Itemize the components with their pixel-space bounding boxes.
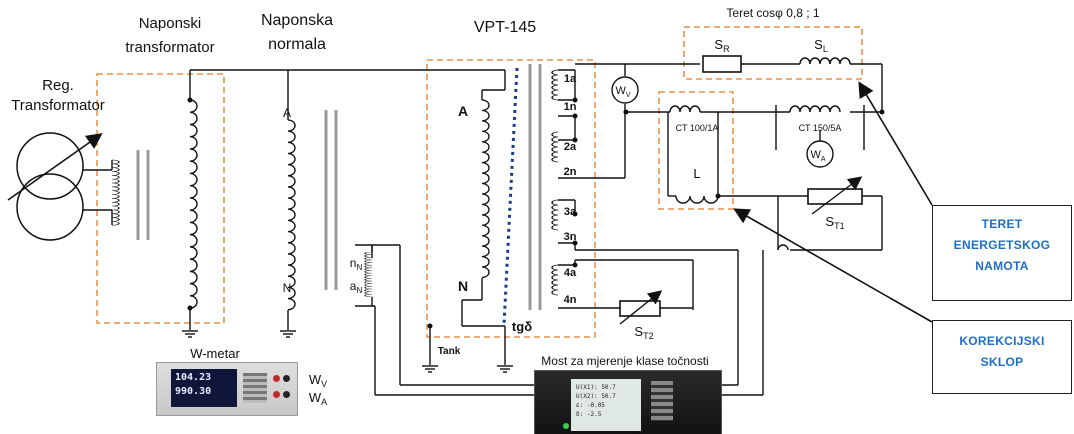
label-4n: 4n	[564, 294, 577, 306]
wattmeter-line1: 104.23	[175, 372, 212, 383]
label-l: L	[693, 166, 700, 181]
teret-box	[683, 26, 863, 80]
normala-coil-secondary	[364, 251, 373, 298]
label-wv-circle: WV	[615, 85, 630, 99]
reg-secondary-coil	[111, 159, 120, 226]
wattmeter-screen: 104.23 990.30	[171, 369, 237, 407]
winding-3	[551, 199, 559, 231]
ct-150-5a-coil	[789, 105, 841, 113]
wattmeter-terminal-red	[273, 375, 280, 382]
label-wmetar: W-metar	[190, 346, 240, 361]
label-transformator: Transformator	[11, 97, 105, 114]
label-sl: SL	[814, 37, 828, 54]
bridge-photo: U(X1): 50.7 U(X2): 50.7 ε: -0.05 δ: -2.5	[534, 370, 722, 434]
callout-teret-line3: NAMOTA	[975, 259, 1029, 273]
label-2n: 2n	[564, 166, 577, 178]
label-vpt: VPT-145	[474, 19, 536, 36]
label-transformator-2: transformator	[125, 39, 214, 56]
label-ct1: CT 100/1A	[676, 123, 719, 133]
label-3n: 3n	[564, 231, 577, 243]
label-1n: 1n	[564, 101, 577, 113]
label-a-primary: A	[283, 106, 291, 120]
label-normala: normala	[268, 36, 326, 53]
winding-2	[551, 131, 559, 163]
shield-dots	[502, 67, 519, 326]
bridge-led-green	[563, 423, 569, 429]
callout-korekcijski-line2: SKLOP	[980, 355, 1024, 369]
label-wv-meter: WV	[309, 372, 327, 389]
label-n-primary: N	[283, 281, 292, 295]
wattmeter-terminal-black-2	[283, 391, 290, 398]
l-inductor	[675, 195, 719, 204]
label-teret-cos: Teret cosφ 0,8 ; 1	[726, 6, 819, 20]
callout-teret: TERET ENERGETSKOG NAMOTA	[932, 205, 1072, 301]
wattmeter-current-symbol	[806, 140, 834, 168]
label-1a: 1a	[564, 73, 577, 85]
bridge-row-4: δ: -2.5	[576, 411, 602, 418]
label-naponski: Naponski	[139, 15, 202, 32]
label-st2: ST2	[634, 324, 653, 341]
wattmeter-line2: 990.30	[175, 386, 212, 397]
sl-inductor	[799, 57, 851, 65]
bridge-keypad	[651, 381, 673, 421]
label-a-vpt: A	[458, 103, 468, 119]
label-wa-circle: WA	[810, 149, 825, 163]
wattmeter-terminal-black	[283, 375, 290, 382]
sr-resistor	[702, 55, 742, 73]
callout-teret-line2: ENERGETSKOG	[953, 238, 1051, 252]
label-nn: nN	[350, 256, 363, 272]
label-reg: Reg.	[42, 77, 74, 94]
label-wa-meter: WA	[309, 390, 327, 407]
naponski-coil	[189, 99, 198, 309]
label-3a: 3a	[564, 206, 577, 218]
label-tank: Tank	[438, 346, 461, 357]
ct-100-1a-coil	[669, 105, 701, 113]
label-n-vpt: N	[458, 278, 468, 294]
wattmeter-voltage-symbol	[611, 76, 639, 104]
bridge-screen: U(X1): 50.7 U(X2): 50.7 ε: -0.05 δ: -2.5	[571, 379, 641, 431]
label-ct2: CT 150/5A	[799, 123, 842, 133]
vpt-primary-coil	[481, 99, 490, 279]
label-sr: SR	[714, 37, 730, 54]
naponski-transformator-box	[96, 73, 225, 324]
callout-teret-line1: TERET	[981, 217, 1023, 231]
label-st1: ST1	[825, 214, 844, 231]
korekcijski-box	[658, 91, 734, 210]
label-4a: 4a	[564, 267, 577, 279]
winding-4	[551, 264, 559, 296]
winding-1	[551, 69, 559, 101]
bridge-row-2: U(X2): 50.7	[576, 393, 616, 400]
reg-transformator-symbol	[7, 132, 103, 241]
callout-korekcijski-line1: KOREKCIJSKI	[959, 334, 1045, 348]
bridge-row-1: U(X1): 50.7	[576, 384, 616, 391]
bridge-row-3: ε: -0.05	[576, 402, 605, 409]
label-2a: 2a	[564, 141, 577, 153]
wattmeter-terminal-red-2	[273, 391, 280, 398]
label-an: aN	[350, 279, 363, 295]
label-naponska: Naponska	[261, 12, 333, 29]
label-most: Most za mjerenje klase točnosti	[541, 354, 708, 368]
label-tgd: tgδ	[512, 319, 532, 334]
callout-korekcijski: KOREKCIJSKI SKLOP	[932, 320, 1072, 394]
vpt-box	[426, 59, 596, 338]
wattmeter-photo: 104.23 990.30	[156, 362, 298, 416]
wattmeter-buttons	[243, 373, 267, 403]
